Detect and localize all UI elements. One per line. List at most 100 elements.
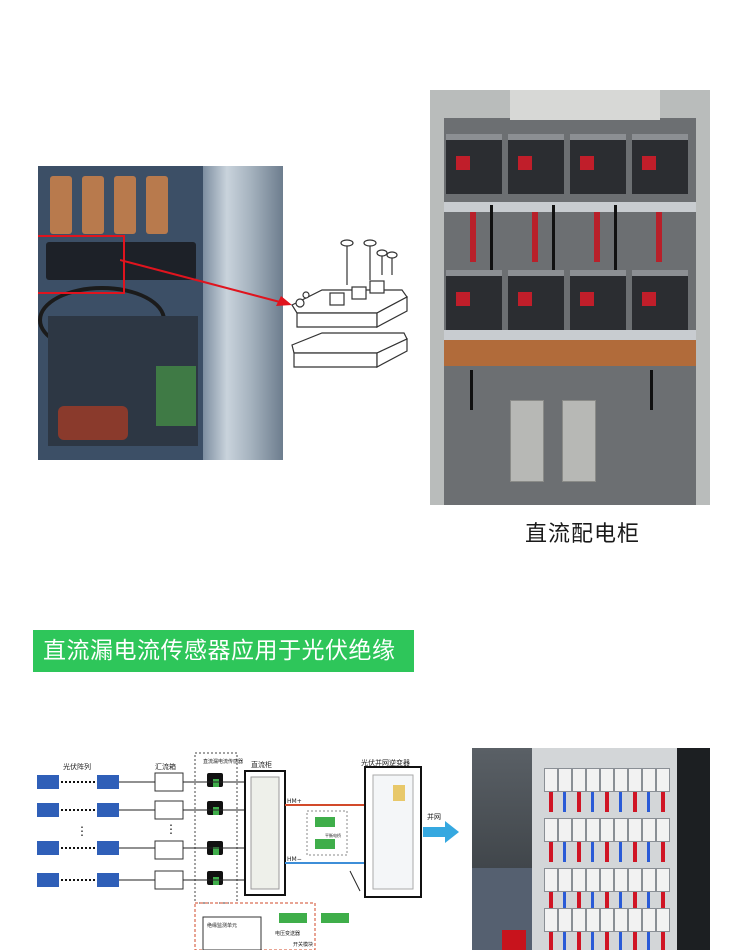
sensor-module — [544, 908, 558, 932]
mounting-bracket — [510, 400, 544, 482]
wire — [577, 892, 581, 912]
label-grid: 并网 — [427, 812, 441, 821]
highlight-box — [38, 235, 125, 294]
circuit-breaker — [632, 270, 688, 330]
wire — [549, 892, 553, 912]
sensor-module — [614, 818, 628, 842]
sensor-module — [642, 908, 656, 932]
wire — [647, 842, 650, 862]
circuit-breaker — [570, 134, 626, 194]
sensor-module — [544, 768, 558, 792]
sensor-module — [558, 868, 572, 892]
sensor-module — [572, 818, 586, 842]
pv-insulation-diagram: 光伏阵列 汇流箱 直流漏电流传感器 直流柜 光伏并网逆变器 ⋮ ⋮ — [37, 752, 459, 950]
sensor-module — [600, 908, 614, 932]
wire — [563, 892, 566, 912]
solar-module-rows: ⋮ — [37, 775, 119, 887]
sensor-module — [544, 818, 558, 842]
circuit-breaker — [508, 134, 564, 194]
sensor-module — [656, 768, 670, 792]
wire — [591, 842, 594, 862]
sensor-module — [656, 868, 670, 892]
label-insulation-unit: 绝缘监测单元 — [207, 922, 237, 929]
wire — [619, 932, 622, 950]
dc-cabinet-photo — [430, 90, 710, 505]
wire — [661, 792, 665, 812]
label-voltage-transmitter: 电压变送器 — [275, 930, 300, 937]
wire — [647, 932, 650, 950]
label-hm-pos: HM+ — [287, 798, 302, 805]
wire — [605, 792, 609, 812]
wire — [549, 792, 553, 812]
sensor-module — [558, 768, 572, 792]
circuit-breaker — [446, 270, 502, 330]
wire — [591, 892, 594, 912]
busbar — [50, 176, 72, 234]
wire — [619, 892, 622, 912]
sensor-line-drawing — [291, 239, 408, 368]
sensor-module — [642, 818, 656, 842]
sensor-module — [642, 868, 656, 892]
label-switch-module: 开关模块 — [293, 941, 313, 948]
wire — [577, 792, 581, 812]
circuit-breaker — [570, 270, 626, 330]
wire — [633, 842, 637, 862]
label-inverter: 光伏并网逆变器 — [361, 758, 410, 767]
label-combiner-box: 汇流箱 — [155, 762, 176, 771]
sensor-module — [628, 818, 642, 842]
busbar — [114, 176, 136, 234]
wire — [661, 892, 665, 912]
installed-sensors-photo — [472, 748, 710, 950]
sensor-module — [586, 768, 600, 792]
label-hm-neg: HM− — [287, 856, 302, 863]
sensor-module — [656, 908, 670, 932]
wire — [549, 932, 553, 950]
sensor-install-photo — [38, 166, 283, 460]
sensor-module — [558, 818, 572, 842]
svg-text:⋮: ⋮ — [76, 824, 88, 838]
circuit-board — [156, 366, 196, 426]
sensor-module — [614, 868, 628, 892]
section-title: 直流漏电流传感器应用于光伏绝缘 — [43, 638, 396, 664]
wire — [605, 932, 609, 950]
sensor-module — [628, 868, 642, 892]
wire — [549, 842, 553, 862]
wire — [633, 932, 637, 950]
sensor-module — [600, 768, 614, 792]
circuit-breaker — [446, 134, 502, 194]
sensor-module — [586, 908, 600, 932]
section-banner — [33, 630, 414, 672]
sensor-module — [614, 768, 628, 792]
svg-text:⋮: ⋮ — [165, 822, 177, 836]
label-pv-array: 光伏阵列 — [63, 762, 91, 771]
sensor-module — [628, 768, 642, 792]
wire — [591, 932, 594, 950]
wire — [661, 842, 665, 862]
busbar — [82, 176, 104, 234]
circuit-breaker — [632, 134, 688, 194]
wire — [605, 892, 609, 912]
busbar — [146, 176, 168, 234]
sensor-module — [572, 868, 586, 892]
sensor-module — [572, 908, 586, 932]
wire — [563, 842, 566, 862]
wire — [647, 792, 650, 812]
mounting-bracket — [562, 400, 596, 482]
wire — [563, 932, 566, 950]
wire — [591, 792, 594, 812]
label-balance-bridge: 平衡电桥 — [325, 832, 341, 838]
sensor-module — [544, 868, 558, 892]
cabinet-caption: 直流配电柜 — [524, 522, 640, 547]
label-dc-cabinet: 直流柜 — [251, 760, 272, 769]
wire — [661, 932, 665, 950]
cabinet-rail — [203, 166, 283, 460]
combiner-boxes — [154, 772, 184, 890]
wire — [577, 932, 581, 950]
sensor-module — [600, 818, 614, 842]
circuit-breaker — [508, 270, 564, 330]
wire — [563, 792, 566, 812]
sensor-module — [600, 868, 614, 892]
wire — [647, 892, 650, 912]
sensor-module — [558, 908, 572, 932]
wire — [619, 792, 622, 812]
